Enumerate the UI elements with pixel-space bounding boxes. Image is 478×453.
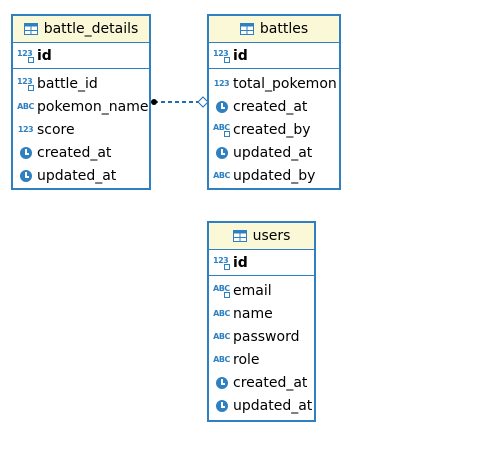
column-name: created_at (233, 374, 308, 391)
table-icon (23, 23, 38, 35)
datetime-type-icon (17, 169, 34, 183)
column-row[interactable]: updated_at (209, 141, 339, 164)
datetime-type-icon (213, 399, 230, 413)
entity-header[interactable]: battles (209, 16, 339, 43)
text-type-icon: ABC (213, 332, 230, 341)
column-name: pokemon_name (37, 98, 149, 115)
number-type-icon: 123 (17, 125, 34, 134)
column-row[interactable]: created_at (209, 95, 339, 118)
primary-key-row[interactable]: 123 id (13, 43, 149, 69)
text-type-icon: ABC (213, 309, 230, 318)
primary-key-icon: 123 (17, 49, 34, 63)
column-name: password (233, 328, 300, 345)
foreign-key-text-type-icon: ABC (213, 123, 230, 137)
column-name: name (233, 305, 273, 322)
entity-title: battles (259, 21, 309, 37)
datetime-type-icon (213, 146, 230, 160)
column-row[interactable]: created_at (209, 371, 314, 394)
datetime-type-icon (213, 100, 230, 114)
entity-title: users (252, 228, 291, 244)
primary-key-icon: 123 (213, 49, 230, 63)
table-icon (232, 230, 247, 242)
column-name: updated_at (233, 144, 313, 161)
column-name: created_at (37, 144, 112, 161)
column-row[interactable]: updated_at (13, 164, 149, 187)
number-type-icon: 123 (213, 79, 230, 88)
column-name: score (37, 121, 75, 138)
column-name: updated_at (233, 397, 313, 414)
primary-key-label: id (233, 254, 248, 271)
column-name: created_by (233, 121, 311, 138)
entity-header[interactable]: battle_details (13, 16, 149, 43)
foreign-key-text-type-icon: ABC (213, 284, 230, 298)
column-name: role (233, 351, 260, 368)
entity-title: battle_details (43, 21, 139, 37)
text-type-icon: ABC (213, 171, 230, 180)
datetime-type-icon (17, 146, 34, 160)
column-name: updated_by (233, 167, 316, 184)
datetime-type-icon (213, 376, 230, 390)
column-row[interactable]: updated_at (209, 394, 314, 417)
foreign-key-number-type-icon: 123 (17, 77, 34, 91)
relationship-many-end-icon (151, 99, 157, 105)
column-name: battle_id (37, 75, 98, 92)
primary-key-row[interactable]: 123 id (209, 43, 339, 69)
primary-key-label: id (233, 47, 248, 64)
primary-key-label: id (37, 47, 52, 64)
column-name: total_pokemon (233, 75, 337, 92)
column-name: updated_at (37, 167, 117, 184)
entity-header[interactable]: users (209, 223, 314, 250)
column-name: created_at (233, 98, 308, 115)
column-name: email (233, 282, 272, 299)
text-type-icon: ABC (17, 102, 34, 111)
primary-key-row[interactable]: 123 id (209, 250, 314, 276)
column-row[interactable]: created_at (13, 141, 149, 164)
table-icon (239, 23, 254, 35)
primary-key-icon: 123 (213, 256, 230, 270)
text-type-icon: ABC (213, 355, 230, 364)
